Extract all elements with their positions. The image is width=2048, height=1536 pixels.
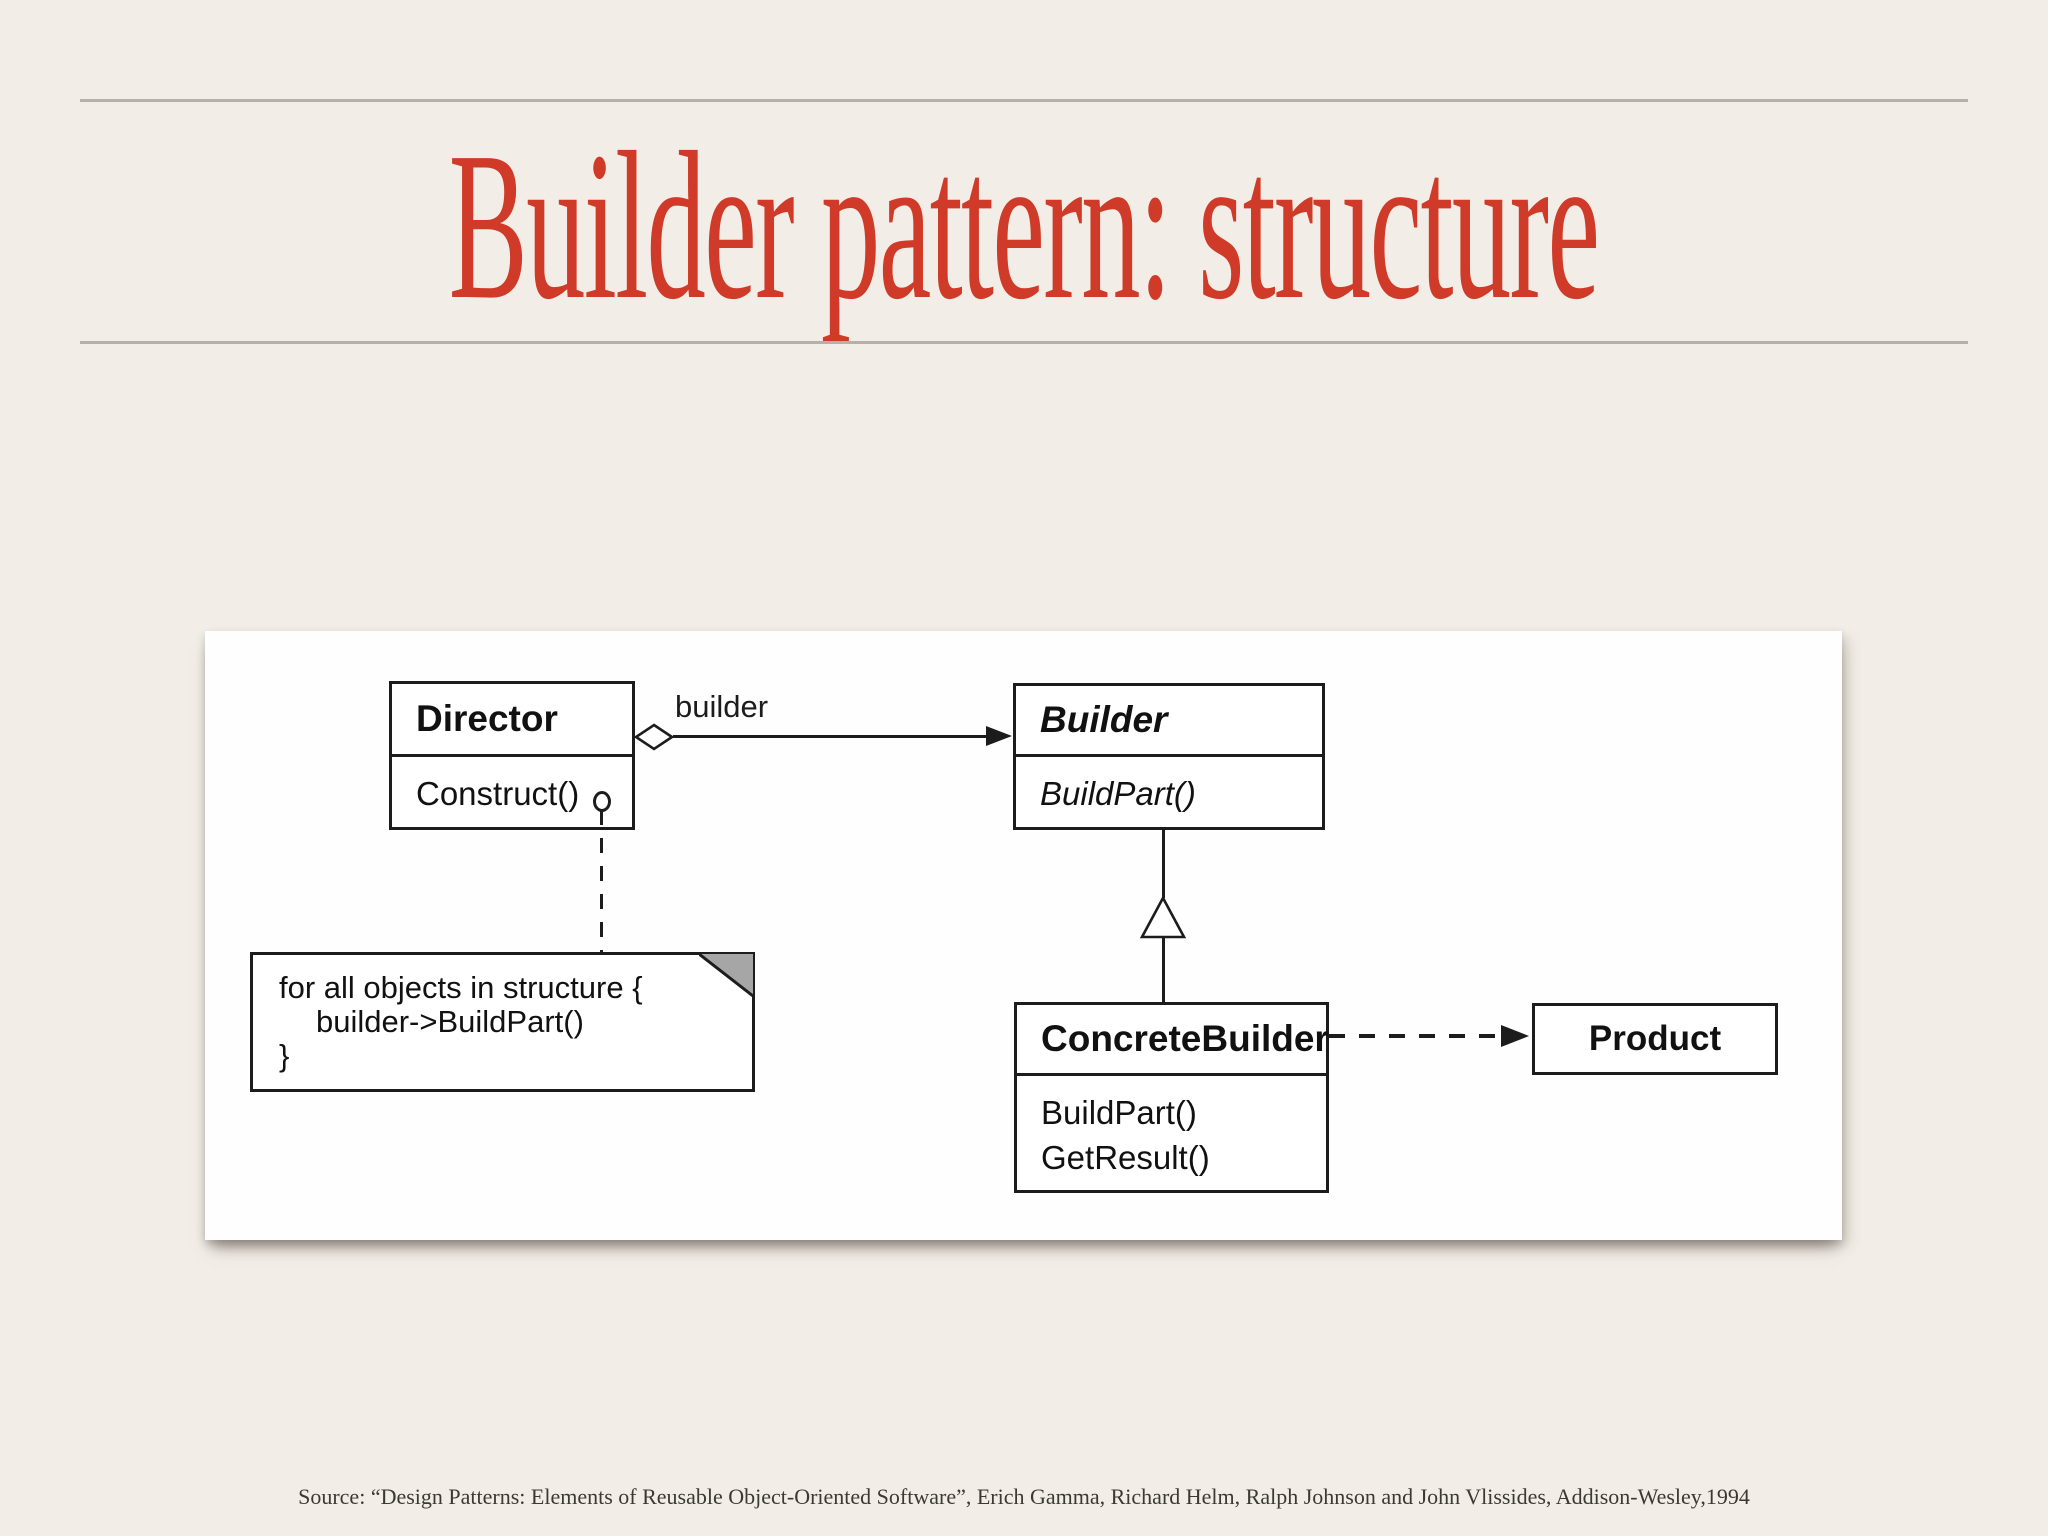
- class-method-buildpart: BuildPart(): [1041, 1094, 1197, 1131]
- note-line: }: [279, 1038, 290, 1073]
- note-line: for all objects in structure {: [279, 970, 643, 1005]
- note-anchor-circle-icon: [593, 791, 611, 812]
- association-line: [673, 735, 1000, 738]
- class-box-builder: Builder BuildPart(): [1013, 683, 1325, 830]
- dependency-dashed-line: [1329, 1034, 1501, 1038]
- class-name-concretebuilder: ConcreteBuilder: [1017, 1005, 1329, 1076]
- class-method-construct: Construct(): [416, 775, 580, 812]
- top-divider-rule: [80, 99, 1968, 102]
- note-dashed-connector: [600, 810, 603, 952]
- class-methods-concretebuilder: BuildPart() GetResult(): [1017, 1076, 1326, 1180]
- inheritance-line: [1162, 938, 1165, 1004]
- association-role-label: builder: [675, 689, 769, 724]
- uml-note: for all objects in structure { builder->…: [250, 952, 755, 1092]
- inheritance-line: [1162, 830, 1165, 898]
- source-citation: Source: “Design Patterns: Elements of Re…: [298, 1484, 1750, 1509]
- note-line: builder->BuildPart(): [316, 1004, 584, 1039]
- class-box-product: Product: [1532, 1003, 1778, 1075]
- uml-diagram-panel: Director Construct() builder for all obj…: [205, 631, 1842, 1240]
- class-name-director: Director: [392, 684, 632, 757]
- class-method-buildpart-abstract: BuildPart(): [1040, 775, 1196, 812]
- class-box-director: Director Construct(): [389, 681, 635, 830]
- class-method-getresult: GetResult(): [1041, 1139, 1210, 1176]
- class-name-builder: Builder: [1016, 686, 1322, 757]
- uml-aggregation-diamond-icon: [634, 723, 674, 751]
- bottom-divider-rule: [80, 341, 1968, 344]
- uml-inheritance-triangle-icon: [1139, 896, 1187, 939]
- dependency-arrowhead-icon: [1501, 1025, 1529, 1047]
- page-title: Builder pattern: structure: [449, 108, 1600, 343]
- title-row: Builder pattern: structure: [0, 112, 2048, 340]
- class-box-concretebuilder: ConcreteBuilder BuildPart() GetResult(): [1014, 1002, 1329, 1193]
- association-arrowhead-icon: [986, 726, 1012, 746]
- note-folded-corner-icon: [699, 954, 753, 998]
